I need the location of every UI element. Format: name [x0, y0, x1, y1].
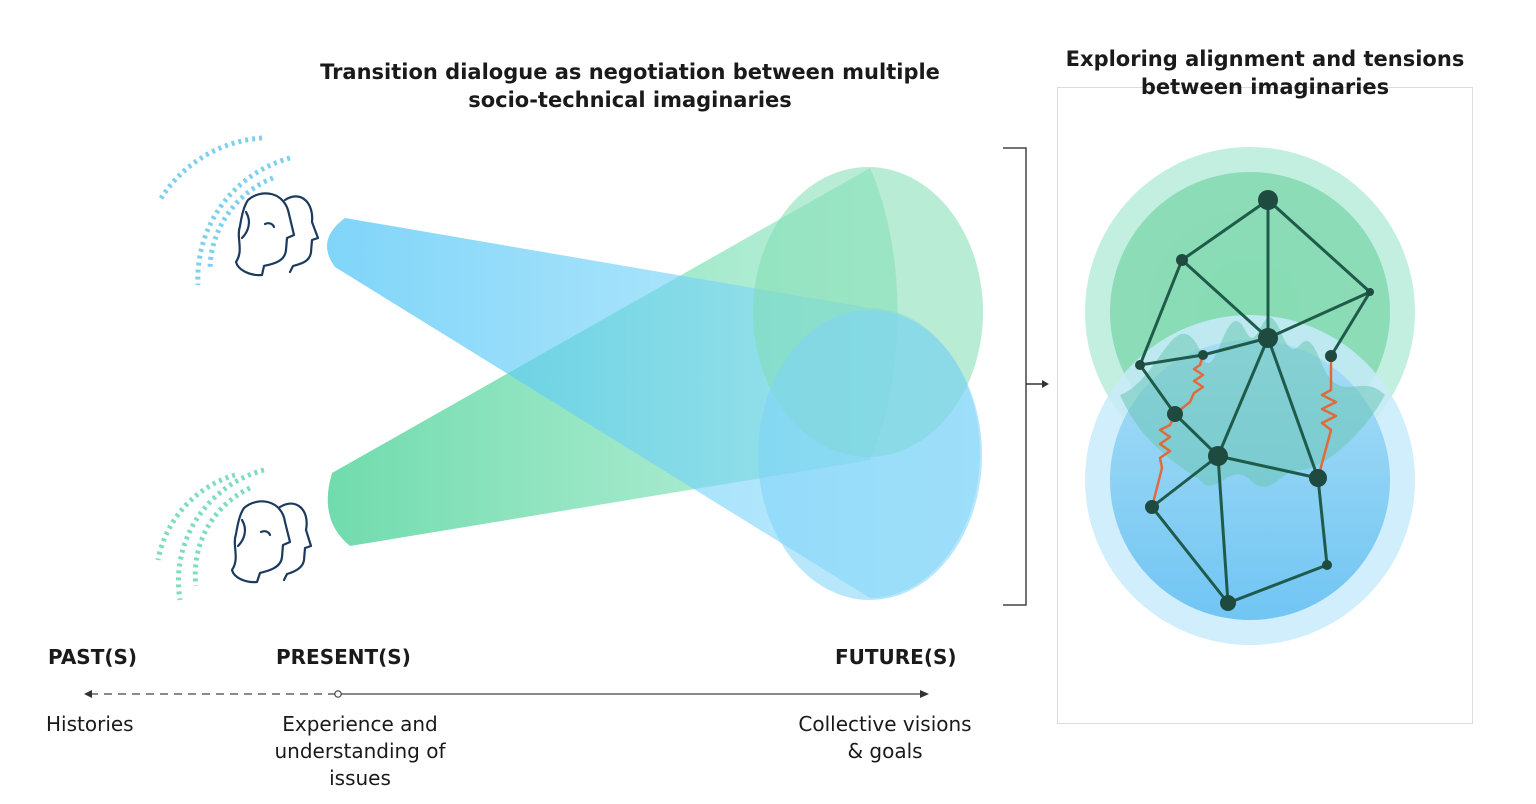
past-label: PAST(S): [48, 645, 138, 669]
bracket-icon: [1003, 147, 1027, 606]
imaginary-beams: [327, 167, 983, 600]
description-line: issues: [329, 766, 391, 790]
description-line: Experience and: [282, 712, 438, 736]
description-line: & goals: [847, 739, 923, 763]
arrow-right-icon: [1026, 380, 1049, 388]
panel-title-line: between imaginaries: [1140, 75, 1390, 99]
present-marker: [334, 690, 342, 698]
description-line: understanding of: [274, 739, 446, 763]
future-description: Collective visions & goals: [780, 711, 990, 765]
network-panel: [1057, 87, 1473, 724]
head-pair-icon: [234, 192, 320, 277]
past-description: Histories: [46, 711, 134, 738]
main-title: Transition dialogue as negotiation betwe…: [300, 58, 960, 114]
description-line: Collective visions: [798, 712, 972, 736]
present-label: PRESENT(S): [276, 645, 411, 669]
spring-icon: [1150, 354, 1338, 508]
sound-wave-icon: [155, 467, 265, 601]
panel-title: Exploring alignment and tensions between…: [1060, 45, 1470, 101]
present-description: Experience and understanding of issues: [255, 711, 465, 792]
description-line: Histories: [46, 712, 134, 736]
timeline-axis: [84, 690, 929, 698]
sound-wave-icon: [157, 135, 291, 286]
blue-future-ellipse: [758, 310, 982, 600]
main-title-line: socio-technical imaginaries: [468, 88, 792, 112]
network-icon: [1085, 147, 1415, 645]
main-title-line: Transition dialogue as negotiation betwe…: [320, 60, 940, 84]
head-pair-icon: [230, 500, 313, 584]
panel-title-line: Exploring alignment and tensions: [1065, 47, 1465, 71]
future-label: FUTURE(S): [835, 645, 957, 669]
